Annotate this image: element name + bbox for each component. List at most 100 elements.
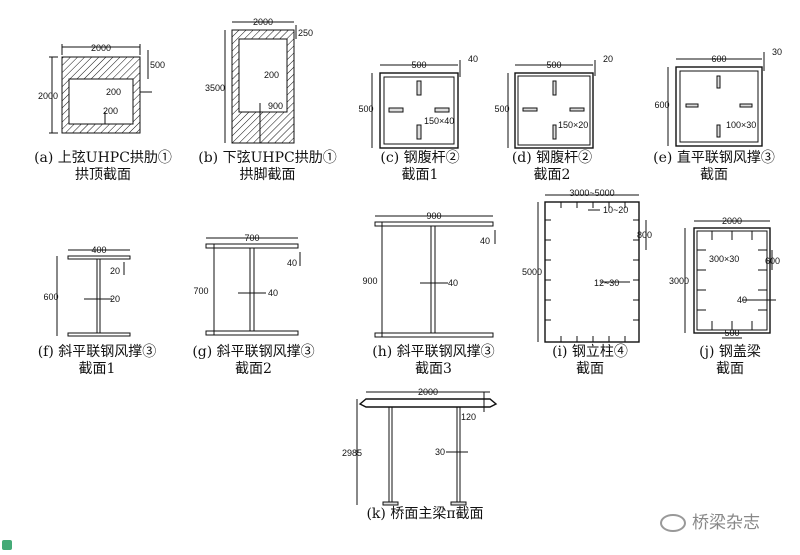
- section-h-bottom-flange: [374, 332, 494, 338]
- section-k-left-rib: [388, 406, 393, 503]
- section-k-deck: [358, 398, 498, 408]
- section-f-web: [96, 258, 101, 334]
- dim-f-web-t: 20: [110, 294, 120, 304]
- caption-j-line1: (j) 钢盖梁: [699, 344, 761, 360]
- section-f-drawing: 400 600 20 20: [43, 245, 131, 337]
- dim-i-spacing: 800: [637, 230, 652, 240]
- dim-g-flange-t: 40: [287, 258, 297, 268]
- caption-j: (j) 钢盖梁 截面: [670, 344, 790, 378]
- dim-j-spacing: 600: [765, 256, 780, 266]
- caption-c-line1: (c) 钢腹杆②: [380, 150, 460, 166]
- dim-e-plate: 30: [772, 47, 782, 57]
- dim-k-width: 2000: [418, 387, 438, 397]
- dim-f-flange: 400: [91, 245, 106, 255]
- section-b-hatched-wall: [231, 29, 295, 144]
- section-g-bottom-flange: [205, 330, 299, 336]
- watermark-text: 桥梁杂志: [692, 513, 760, 533]
- dim-d-plate: 20: [603, 54, 613, 64]
- section-h-web: [430, 225, 436, 334]
- dim-a-bottom: 200: [103, 106, 118, 116]
- caption-j-line2: 截面: [716, 361, 744, 377]
- dim-b-inner-side: 200: [264, 70, 279, 80]
- dim-c-height: 500: [358, 104, 373, 114]
- dim-j-stiffener: 300×30: [709, 254, 739, 264]
- dim-b-bottom: 900: [268, 101, 283, 111]
- dim-f-height: 600: [43, 292, 58, 302]
- dim-f-flange-t: 20: [110, 266, 120, 276]
- caption-h-line1: (h) 斜平联钢风撑③: [372, 344, 495, 360]
- dim-j-bottom: 500: [724, 328, 739, 338]
- caption-h: (h) 斜平联钢风撑③ 截面3: [356, 344, 511, 378]
- section-e-drawing: 600 600 30 100×30: [654, 47, 782, 147]
- dim-b-height: 3500: [205, 83, 225, 93]
- section-c-box: [379, 72, 459, 149]
- caption-b: (b) 下弦UHPC拱肋① 拱脚截面: [185, 150, 350, 184]
- section-j-box: [693, 227, 771, 334]
- dim-d-height: 500: [494, 104, 509, 114]
- caption-f-line2: 截面1: [78, 361, 116, 377]
- caption-e-line1: (e) 直平联钢风撑③: [653, 150, 775, 166]
- dim-k-web: 30: [435, 447, 445, 457]
- caption-g-line2: 截面2: [235, 361, 272, 377]
- caption-c: (c) 钢腹杆② 截面1: [360, 150, 480, 184]
- dim-c-stiffener: 150×40: [424, 116, 454, 126]
- caption-e: (e) 直平联钢风撑③ 截面: [630, 150, 798, 184]
- caption-i: (i) 钢立柱④ 截面: [530, 344, 650, 378]
- caption-i-line2: 截面: [576, 361, 604, 377]
- corner-badge-icon: [2, 540, 12, 550]
- caption-f-line1: (f) 斜平联钢风撑③: [37, 344, 157, 360]
- dim-a-height: 2000: [38, 91, 58, 101]
- caption-c-line2: 截面1: [401, 167, 439, 183]
- caption-i-line1: (i) 钢立柱④: [552, 344, 628, 360]
- caption-k: (k) 桥面主梁π截面: [345, 506, 505, 523]
- section-d-box: [514, 72, 594, 149]
- dim-d-stiffener: 150×20: [558, 120, 588, 130]
- dim-i-stiffener: 12~30: [594, 278, 619, 288]
- caption-a: (a) 上弦UHPC拱肋① 拱顶截面: [8, 150, 198, 184]
- caption-g: (g) 斜平联钢风撑③ 截面2: [176, 344, 331, 378]
- dim-g-web-t: 40: [268, 288, 278, 298]
- caption-g-line1: (g) 斜平联钢风撑③: [192, 344, 315, 360]
- wechat-icon: [660, 514, 686, 532]
- section-e-box: [675, 66, 763, 147]
- dim-g-height: 700: [193, 286, 208, 296]
- dim-e-stiffener: 100×30: [726, 120, 756, 130]
- dim-e-width: 600: [711, 54, 726, 64]
- section-g-drawing: 700 700 40 40: [193, 233, 301, 336]
- dim-d-width: 500: [546, 60, 561, 70]
- section-k-drawing: 2000 2985 120 30: [342, 387, 498, 506]
- section-a-drawing: 2000 2000 500 200 200: [38, 43, 165, 134]
- caption-e-line2: 截面: [700, 167, 728, 183]
- dim-i-width: 3000~5000: [569, 188, 614, 198]
- section-f-bottom-flange: [67, 332, 131, 337]
- caption-a-line2: 拱顶截面: [75, 167, 131, 183]
- dim-h-flange-t: 40: [480, 236, 490, 246]
- caption-f: (f) 斜平联钢风撑③ 截面1: [22, 344, 172, 378]
- dim-b-width: 2000: [253, 17, 273, 27]
- dim-a-width: 2000: [91, 43, 111, 53]
- section-k-right-rib: [456, 406, 461, 503]
- dim-a-top: 500: [150, 60, 165, 70]
- caption-h-line2: 截面3: [415, 361, 452, 377]
- dim-g-flange: 700: [244, 233, 259, 243]
- dim-j-plate: 40: [737, 295, 747, 305]
- section-a-hatched-wall: [61, 56, 141, 134]
- section-h-drawing: 900 900 40 40: [362, 211, 496, 338]
- caption-d-line2: 截面2: [533, 167, 571, 183]
- dim-j-height: 3000: [669, 276, 689, 286]
- dim-h-flange: 900: [426, 211, 441, 221]
- dim-a-inner-side: 200: [106, 87, 121, 97]
- dim-b-top: 250: [298, 28, 313, 38]
- caption-b-line1: (b) 下弦UHPC拱肋①: [198, 150, 337, 166]
- section-b-drawing: 2000 3500 250 200 900: [205, 17, 313, 144]
- caption-d: (d) 钢腹杆② 截面2: [492, 150, 612, 184]
- caption-d-line1: (d) 钢腹杆②: [511, 150, 593, 166]
- section-g-web: [249, 247, 255, 332]
- watermark: 桥梁杂志: [660, 508, 760, 533]
- dim-i-height: 5000: [522, 267, 542, 277]
- caption-k-line1: (k) 桥面主梁π截面: [366, 506, 484, 522]
- dim-h-web-t: 40: [448, 278, 458, 288]
- dim-h-height: 900: [362, 276, 377, 286]
- section-j-drawing: 2000 3000 300×30 600 40 500: [669, 216, 780, 339]
